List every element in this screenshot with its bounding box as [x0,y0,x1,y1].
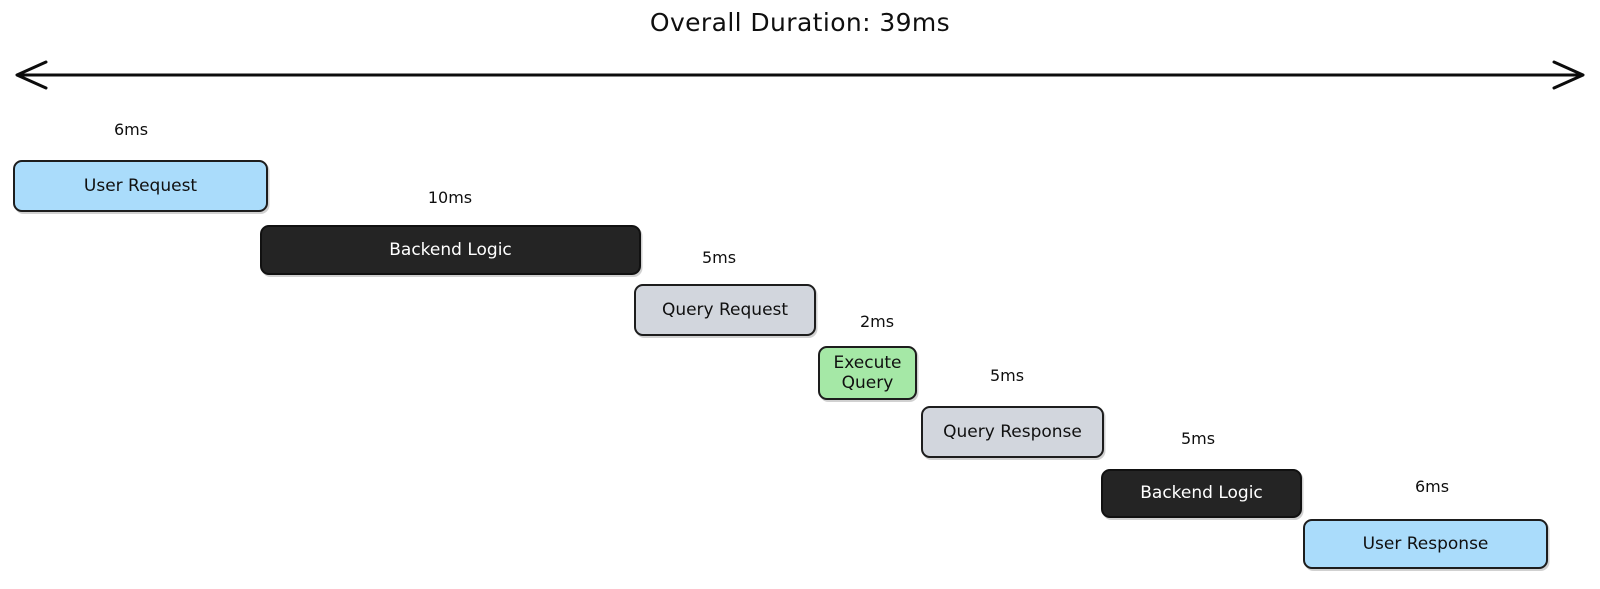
duration-label-seg-backend-logic-2: 5ms [1180,429,1216,448]
overall-duration-axis [0,52,1600,98]
duration-label-seg-query-request: 5ms [701,248,737,267]
timeline-bar-seg-backend-logic-2[interactable]: Backend Logic [1101,469,1302,518]
timeline-bar-seg-query-request[interactable]: Query Request [634,284,816,336]
duration-label-seg-query-response: 5ms [989,366,1025,385]
duration-label-seg-execute-query: 2ms [859,312,895,331]
timeline-bar-seg-backend-logic-1[interactable]: Backend Logic [260,225,641,275]
arrow-left-icon [15,60,48,90]
timeline-bar-seg-user-request[interactable]: User Request [13,160,268,212]
timeline-bar-seg-user-response[interactable]: User Response [1303,519,1548,569]
timeline-bar-seg-query-response[interactable]: Query Response [921,406,1104,458]
page-title: Overall Duration: 39ms [649,8,951,37]
arrow-right-icon [1552,60,1585,90]
duration-label-seg-user-request: 6ms [113,120,149,139]
timeline-bar-seg-execute-query[interactable]: Execute Query [818,346,917,400]
duration-label-seg-backend-logic-1: 10ms [427,188,473,207]
duration-label-seg-user-response: 6ms [1414,477,1450,496]
